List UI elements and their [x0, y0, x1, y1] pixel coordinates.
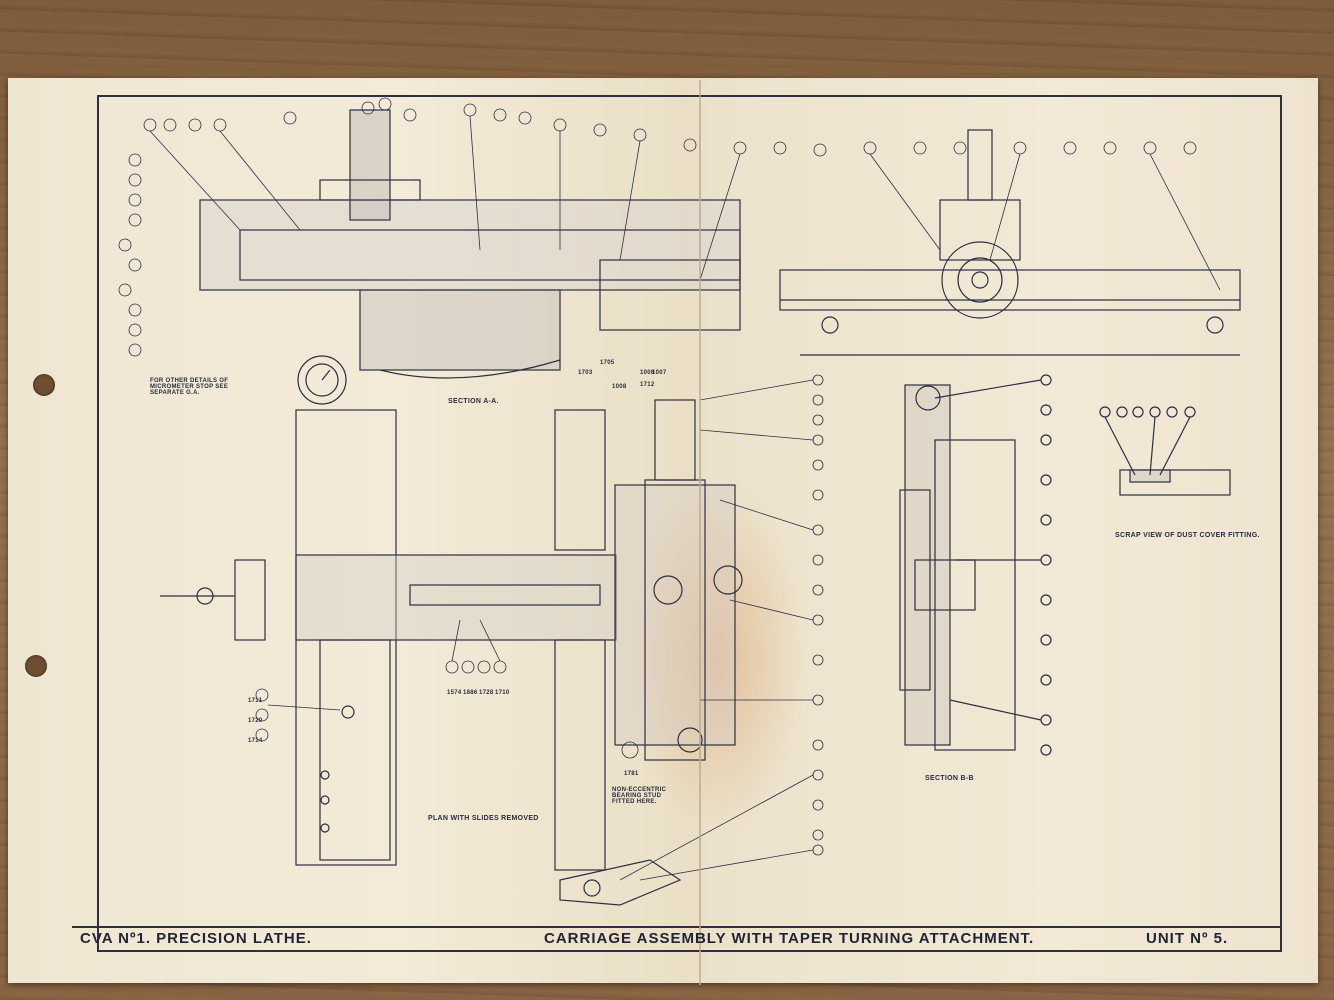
drawing-title-left: CVA Nº1. PRECISION LATHE.: [80, 930, 312, 947]
plan-callout-bubbles: [255, 619, 639, 759]
callout-number: 1728: [479, 690, 494, 696]
callout-number: 1720: [248, 718, 263, 724]
callout-number: 1703: [578, 370, 593, 376]
drawing-title-center: CARRIAGE ASSEMBLY WITH TAPER TURNING ATT…: [544, 930, 1035, 947]
section-aa-label: SECTION A-A.: [448, 398, 499, 405]
eccentric-stud-note: NON-ECCENTRIC BEARING STUD FITTED HERE.: [612, 787, 667, 805]
micrometer-dial: [297, 355, 347, 405]
binder-hole-top: [33, 374, 55, 396]
callout-number: 1712: [640, 382, 655, 388]
section-bb-drawing: [899, 374, 1052, 756]
callout-number: 1711: [248, 698, 263, 704]
plate-callout-bubbles: [619, 374, 824, 881]
section-aa-drawing: [199, 109, 1241, 379]
drawing-unit-number: UNIT Nº 5.: [1146, 930, 1229, 947]
title-block-rule: [72, 926, 1282, 956]
top-callout-bubbles: [143, 97, 1221, 291]
left-callout-column: [118, 153, 142, 357]
callout-number: 1886: [463, 690, 478, 696]
callout-number: 1007: [652, 370, 667, 376]
drawing-border: [97, 95, 1282, 952]
scrap-view-drawing: [1099, 406, 1231, 496]
callout-number: 1008: [640, 370, 655, 376]
callout-number: 1781: [624, 771, 639, 777]
section-bb-label: SECTION B-B: [925, 775, 974, 782]
callout-number: 1714: [248, 738, 263, 744]
callout-number: 1574: [447, 690, 462, 696]
callout-number: 1008: [612, 384, 627, 390]
binder-hole-bottom: [25, 655, 47, 677]
callout-number: 1705: [600, 360, 615, 366]
plan-view-drawing: [160, 409, 617, 871]
paper-stain: [628, 478, 808, 838]
taper-attachment-drawing: [559, 399, 743, 906]
plan-view-label: PLAN WITH SLIDES REMOVED: [428, 815, 539, 822]
callout-number: 1710: [495, 690, 510, 696]
scrap-view-label: SCRAP VIEW OF DUST COVER FITTING.: [1115, 532, 1260, 539]
micrometer-note: FOR OTHER DETAILS OF MICROMETER STOP SEE…: [150, 378, 229, 396]
